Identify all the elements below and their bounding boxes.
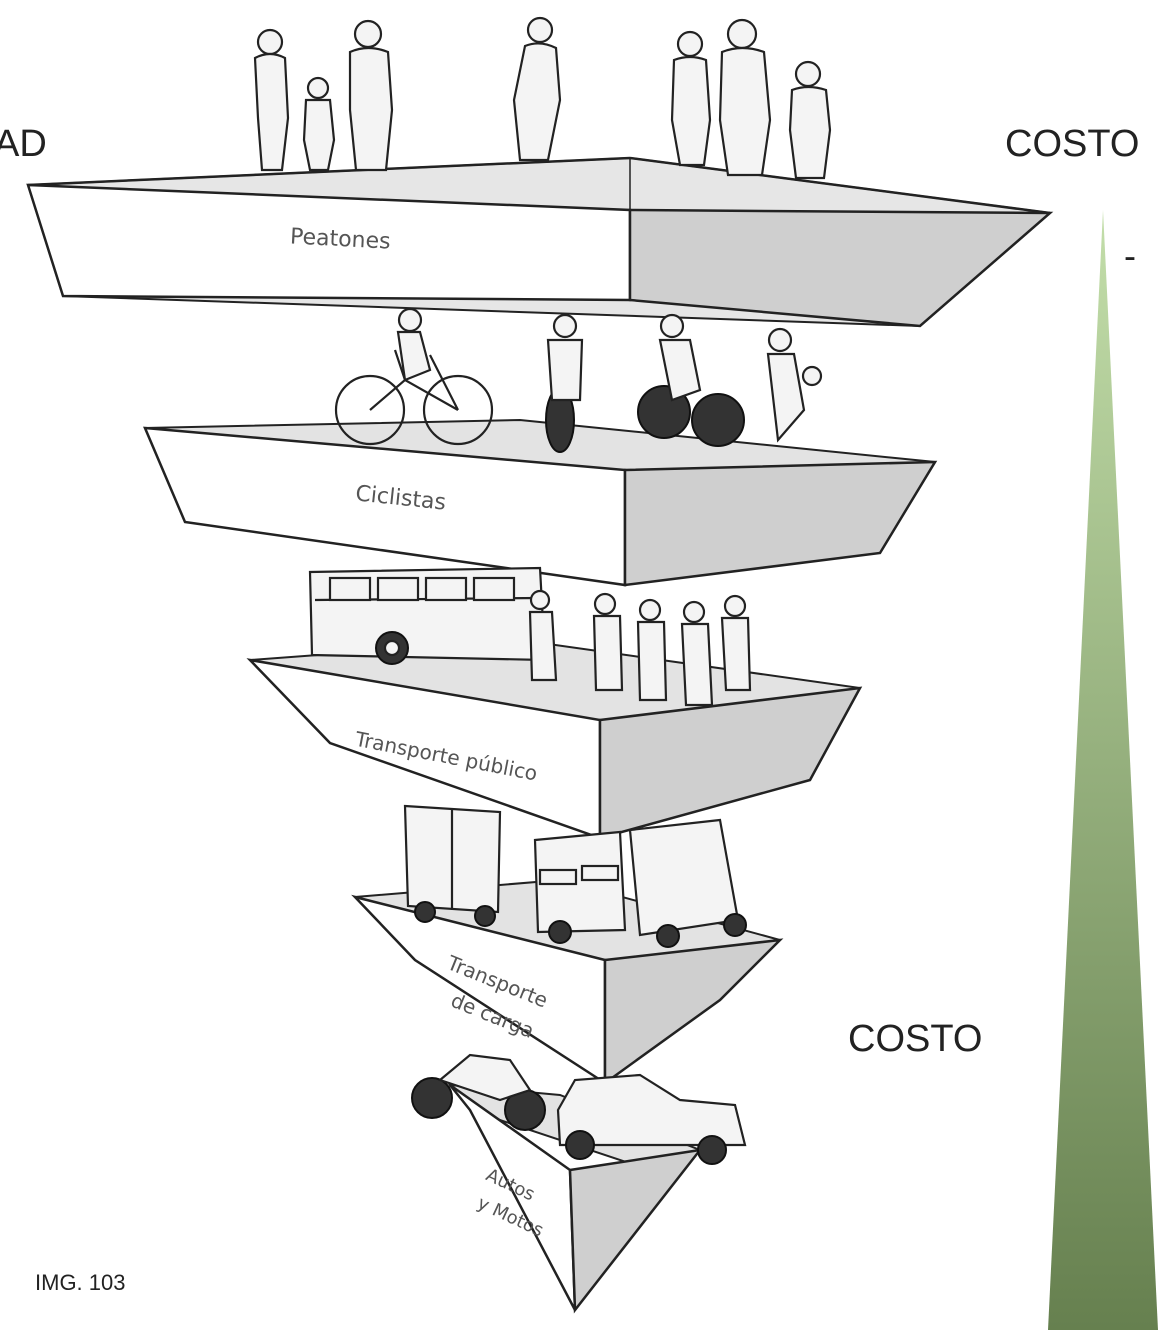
bus-icon (308, 566, 752, 707)
pedestrians-icon (253, 16, 832, 180)
image-caption: IMG. 103 (35, 1270, 125, 1295)
bottom-cost-label: COSTO (848, 1018, 982, 1060)
top-cost-label: COSTO (1005, 123, 1139, 165)
tier-label-peatones: Peatones (289, 224, 391, 254)
cyclists-icon (334, 307, 823, 453)
cost-wedge (1048, 210, 1158, 1330)
tier-pedestrians: Peatones (26, 156, 1054, 328)
minus-sign: - (1124, 235, 1136, 276)
tier-cyclists: Ciclistas (143, 418, 938, 587)
car-motorcycle-icon (411, 1053, 747, 1165)
left-label: AD (0, 123, 47, 165)
truck-icon (403, 804, 747, 948)
